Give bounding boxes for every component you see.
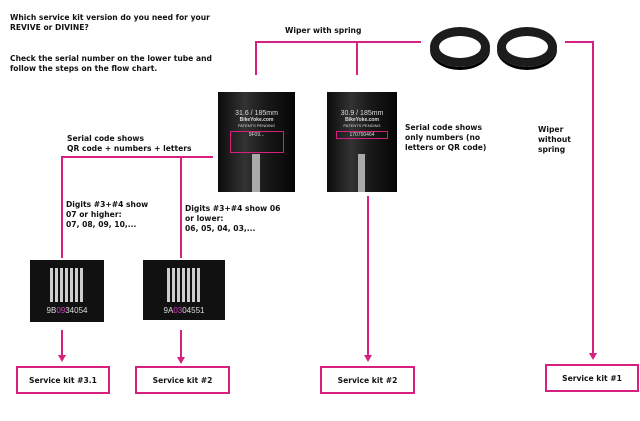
question-text: Which service kit version do you need fo… (10, 13, 210, 32)
tube-brand: BikeYoke.com (345, 117, 379, 123)
service-kit-2-box: Service kit #2 (320, 366, 415, 394)
connector-line (61, 330, 63, 356)
numbers-only-label: Serial code shows only numbers (no lette… (405, 123, 487, 152)
arrow-down-icon (58, 355, 66, 362)
connector-line (180, 156, 182, 258)
low-digits-label: Digits #3+#4 show 06 or lower: 06, 05, 0… (185, 204, 281, 233)
tube-with-qr-image: 31.6 / 185mm BikeYoke.com PATENTS PENDIN… (218, 92, 295, 192)
high-digits-label: Digits #3+#4 show 07 or higher: 07, 08, … (66, 200, 149, 229)
tube-patent: PATENTS PENDING (237, 123, 276, 128)
tube-brand: BikeYoke.com (239, 117, 274, 123)
service-kit-2-box: Service kit #2 (135, 366, 230, 394)
wiper-without-spring-image (497, 27, 557, 67)
tube-size: 30.9 / 185mm (340, 110, 384, 117)
qr-branch-label: Serial code shows QR code + numbers + le… (67, 134, 192, 153)
qr-example-low-image: 9A0304551 (143, 260, 225, 320)
tube-size: 31.6 / 185mm (235, 110, 278, 117)
tube-patent: PATENTS PENDING (343, 123, 381, 128)
connector-line (180, 330, 182, 358)
service-kit-3-1-box: Service kit #3.1 (16, 366, 110, 394)
tube-serial: 170700464 (336, 131, 388, 139)
connector-line (255, 41, 421, 43)
connector-line (592, 41, 594, 355)
connector-line (565, 41, 594, 43)
connector-line (367, 196, 369, 356)
wiper-without-spring-label: Wiper without spring (538, 125, 571, 154)
tube-serial: 9F09... (229, 131, 284, 153)
arrow-down-icon (364, 355, 372, 362)
service-kit-1-box: Service kit #1 (545, 364, 639, 392)
connector-line (61, 156, 63, 258)
connector-line (61, 156, 213, 158)
connector-line (255, 41, 257, 75)
arrow-down-icon (589, 353, 597, 360)
instruction-text: Check the serial number on the lower tub… (10, 54, 212, 73)
tube-numbers-only-image: 30.9 / 185mm BikeYoke.com PATENTS PENDIN… (327, 92, 397, 192)
wiper-with-spring-label: Wiper with spring (285, 26, 362, 35)
arrow-down-icon (177, 357, 185, 364)
connector-line (356, 41, 358, 75)
qr-example-high-image: 9B0934054 (30, 260, 104, 322)
wiper-with-spring-image (430, 27, 490, 67)
